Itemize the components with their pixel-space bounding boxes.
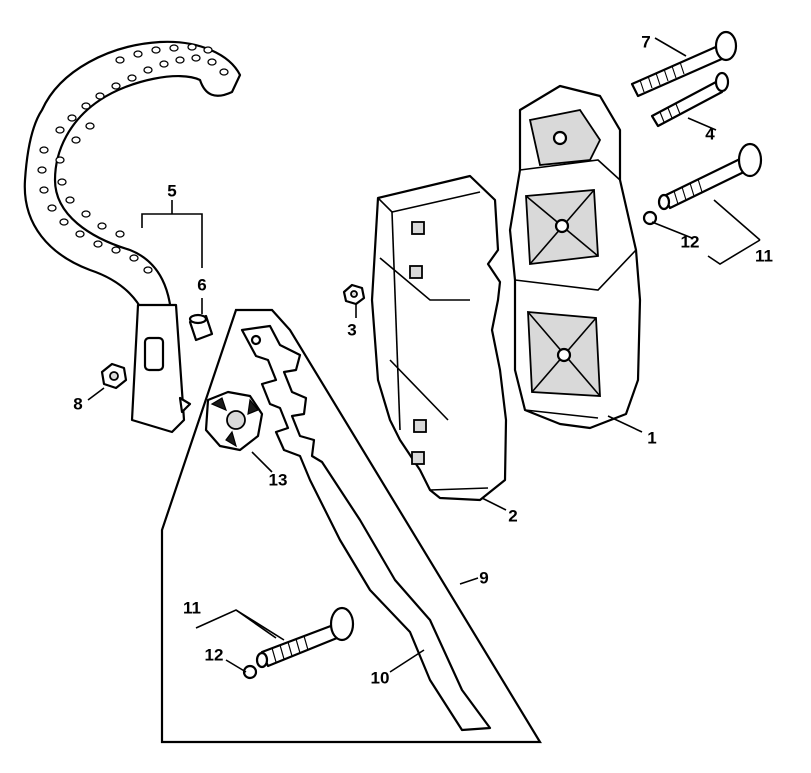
callout-part-1: 1 <box>647 428 657 448</box>
bolt-part-7 <box>630 30 738 98</box>
callout-part-7: 7 <box>641 32 651 52</box>
callout-part-12-detail: 12 <box>204 645 224 665</box>
callout-part-11-upper: 11 <box>755 246 773 266</box>
callout-part-8: 8 <box>73 394 83 414</box>
clamp-half-part-1 <box>508 84 642 430</box>
bolt-part-11-upper <box>642 142 763 226</box>
callout-part-5: 5 <box>167 181 177 201</box>
handle-part <box>23 40 242 434</box>
clamp-half-part-2 <box>370 174 508 502</box>
callout-part-6: 6 <box>197 275 207 295</box>
callout-part-3: 3 <box>347 320 357 340</box>
callout-part-9: 9 <box>479 568 489 588</box>
callout-part-12-upper: 12 <box>680 232 700 252</box>
callout-part-10: 10 <box>370 668 390 688</box>
leader-lines <box>87 37 761 673</box>
nut-part-8 <box>100 362 128 390</box>
star-knob-part <box>204 390 264 452</box>
callout-part-4: 4 <box>705 124 715 144</box>
callout-part-2: 2 <box>508 506 518 526</box>
toothed-bar-part <box>240 324 492 732</box>
sleeve-part <box>188 313 214 342</box>
screw-part-4 <box>650 71 730 128</box>
nut-part-3 <box>342 283 366 306</box>
detail-frame <box>160 308 542 744</box>
detail-bolt-part <box>242 606 355 680</box>
callout-part-11-detail: 11 <box>183 598 201 618</box>
callout-part-13: 13 <box>268 470 288 490</box>
